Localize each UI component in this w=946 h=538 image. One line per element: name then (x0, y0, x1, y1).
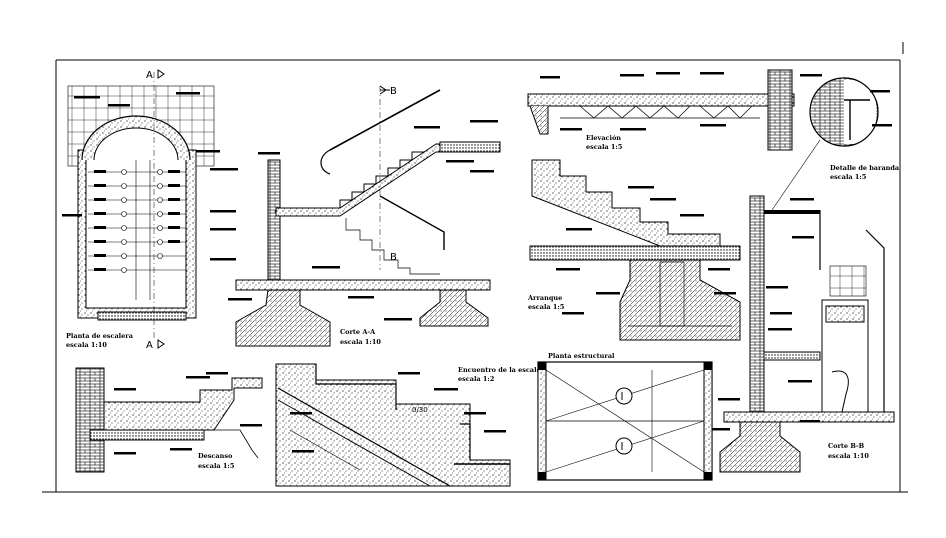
plan-scale: escala 1:10 (66, 341, 107, 349)
section-marker-b-top: B (390, 86, 397, 97)
elevation-scale: escala 1:5 (586, 143, 623, 151)
section-aa-title: Corte A-A (340, 328, 376, 336)
stair-detail-title: Encuentro de la escalera (458, 366, 549, 374)
section-bb-title: Corte B-B (828, 442, 865, 450)
section-marker-a-top: A (146, 70, 153, 81)
railing-scale: escala 1:5 (830, 173, 867, 181)
section-b-b-view: Corte B-B escala 1:10 (708, 195, 895, 473)
landing-scale: escala 1:5 (198, 462, 235, 470)
landing-detail-view: Descanso escala 1:5 (75, 367, 263, 473)
section-aa-scale: escala 1:10 (340, 338, 381, 346)
landing-title: Descanso (198, 452, 233, 460)
dimension-label: 0/30 (412, 406, 428, 414)
anchor-detail-view: Arranque escala 1:5 (527, 159, 741, 341)
stair-detail-scale: escala 1:2 (458, 375, 494, 383)
section-marker-b-mid: B (390, 252, 397, 263)
anchor-scale: escala 1:5 (528, 303, 565, 311)
anchor-title: Arranque (527, 294, 562, 302)
sheet-frame (42, 42, 908, 493)
elevation-view: Elevación escala 1:5 (527, 69, 822, 151)
stair-plan-view: A A Planta de escalera escala 1:10 (62, 69, 238, 351)
section-a-a-view: B B Corte A-A escala 1:10 (228, 85, 501, 347)
plan-title: Planta de escalera (66, 332, 134, 340)
structural-plan-view: Planta estructural (537, 352, 713, 481)
structural-plan-title: Planta estructural (548, 352, 615, 360)
elevation-title: Elevación (586, 134, 621, 142)
railing-title: Detalle de baranda (830, 164, 900, 172)
section-bb-scale: escala 1:10 (828, 452, 869, 460)
stair-junction-detail-view: 0/30 Encuentro de la escalera escala 1:2 (275, 363, 549, 487)
section-marker-a-bottom: A (146, 340, 153, 351)
railing-detail-view: Detalle de baranda escala 1:5 (771, 77, 900, 211)
